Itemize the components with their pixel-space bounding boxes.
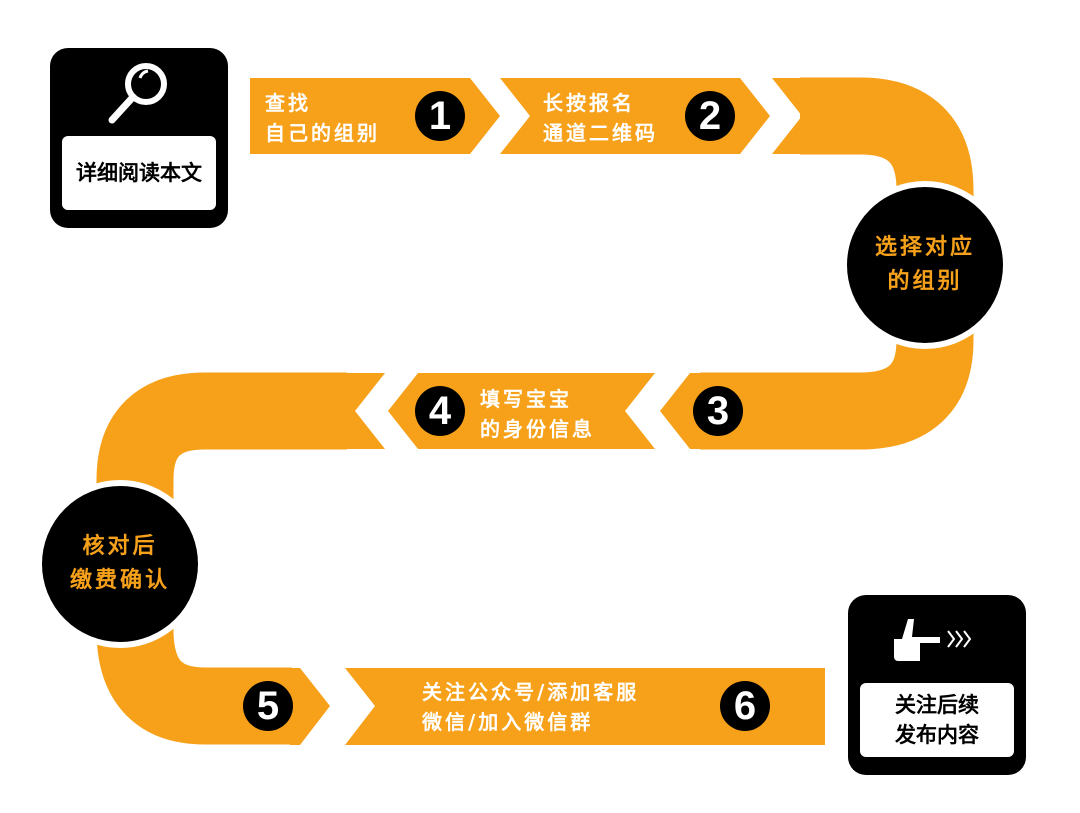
magnifier-icon [108,63,167,124]
left-band-end [345,373,385,449]
pointing-hand-icon [894,619,972,661]
step-2-badge: 2 [685,91,735,141]
step-1-line2: 自己的组别 [265,121,380,145]
start-card: 详细阅读本文 [50,48,228,228]
step-5-badge: 5 [243,681,293,731]
milestone-1-line2: 的组别 [887,269,963,294]
step-2-text: 长按报名 通道二维码 [543,88,658,148]
start-card-label: 详细阅读本文 [76,161,202,185]
segment-3-end [660,373,702,449]
milestone-payment-confirm: 核对后 缴费确认 [36,480,204,648]
step-4-line1: 填写宝宝 [480,387,572,411]
end-card: 关注后续 发布内容 [848,595,1026,775]
milestone-2-line1: 核对后 [82,534,158,559]
segment-3-start [772,78,802,154]
end-card-line2: 发布内容 [895,723,979,747]
step-1-line1: 查找 [265,91,311,115]
step-2-line1: 长按报名 [543,91,635,115]
step-4-text: 填写宝宝 的身份信息 [480,384,595,444]
segment-5-end [290,668,330,745]
segment-6 [345,668,825,745]
milestone-select-group: 选择对应 的组别 [841,181,1009,349]
step-6-text: 关注公众号/添加客服 微信/加入微信群 [422,677,639,737]
step-1-text: 查找 自己的组别 [265,88,380,148]
step-6-line2: 微信/加入微信群 [422,710,594,734]
step-1-badge: 1 [415,91,465,141]
step-4-line2: 的身份信息 [480,417,595,441]
step-4-badge: 4 [415,386,465,436]
step-2-line2: 通道二维码 [543,121,658,145]
step-6-line1: 关注公众号/添加客服 [422,680,640,704]
step-6-badge: 6 [720,681,770,731]
milestone-2-line2: 缴费确认 [69,568,170,593]
end-card-line1: 关注后续 [895,693,979,717]
milestone-1-line1: 选择对应 [874,235,975,260]
step-3-badge: 3 [693,386,743,436]
